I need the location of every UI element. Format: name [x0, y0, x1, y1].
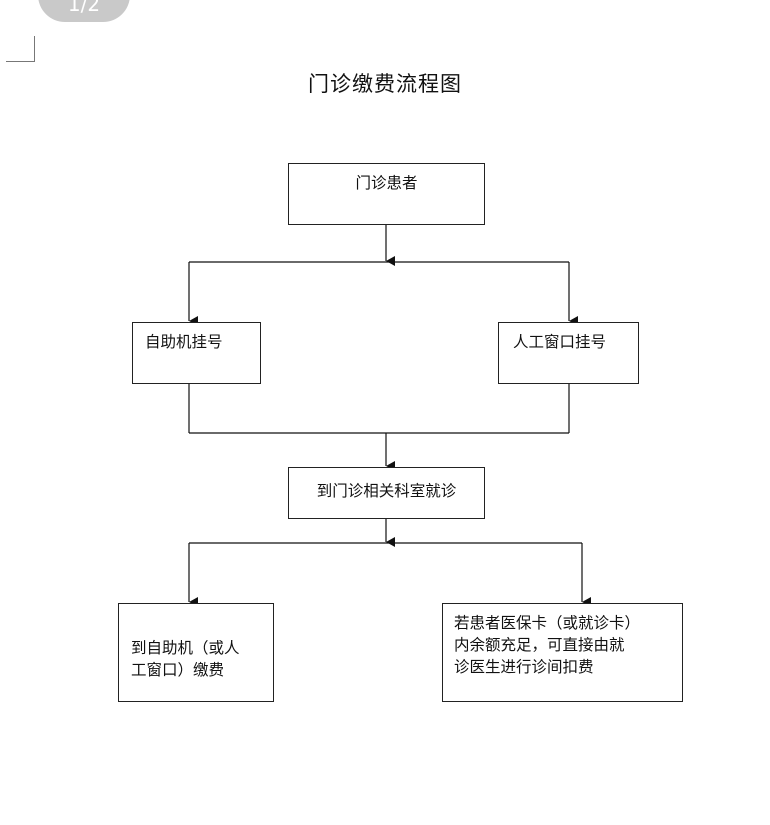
page-title: 门诊缴费流程图	[308, 72, 462, 96]
crop-mark-vertical	[34, 36, 35, 62]
flow-node-card-deduction: 若患者医保卡（或就诊卡） 内余额充足，可直接由就 诊医生进行诊间扣费	[442, 603, 683, 702]
flow-node-patient: 门诊患者	[288, 163, 485, 225]
flow-node-pay-at-machine-line-1: 到自助机（或人	[131, 639, 240, 657]
crop-mark-horizontal	[6, 61, 35, 62]
flow-node-patient-line: 门诊患者	[355, 174, 418, 192]
flow-node-card-deduction-line-3: 诊医生进行诊间扣费	[454, 658, 594, 676]
flow-node-window-registration: 人工窗口挂号	[498, 322, 639, 384]
flow-node-pay-at-machine-line-2: 工窗口）缴费	[131, 661, 225, 679]
flow-node-card-deduction-line-2: 内余额充足，可直接由就	[454, 636, 625, 654]
flow-node-window-registration-line: 人工窗口挂号	[513, 333, 607, 351]
flow-node-department-visit: 到门诊相关科室就诊	[288, 467, 485, 519]
page-indicator-badge: 1/2	[38, 0, 130, 22]
flow-node-card-deduction-line-1: 若患者医保卡（或就诊卡）	[454, 614, 641, 632]
flow-node-self-registration: 自助机挂号	[132, 322, 261, 384]
page-indicator-text: 1/2	[67, 0, 101, 16]
flow-node-self-registration-line: 自助机挂号	[145, 333, 223, 351]
flow-node-department-visit-line: 到门诊相关科室就诊	[316, 482, 457, 500]
flow-node-pay-at-machine: 到自助机（或人 工窗口）缴费	[118, 603, 274, 702]
